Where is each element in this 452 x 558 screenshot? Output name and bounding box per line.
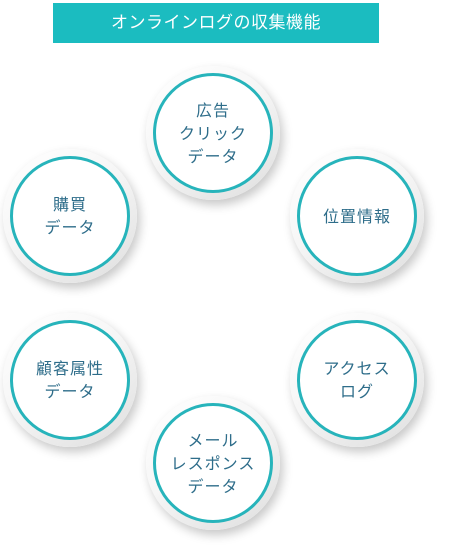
node-mail-response-data: メール レスポンス データ (146, 396, 280, 530)
node-label: 広告 クリック データ (178, 100, 247, 166)
node-label: メール レスポンス データ (170, 430, 256, 496)
diagram-title: オンラインログの収集機能 (53, 3, 379, 43)
node-ring: メール レスポンス データ (153, 403, 273, 523)
node-label: 購買 データ (44, 195, 96, 237)
node-ring: 広告 クリック データ (153, 73, 273, 193)
node-customer-attribute-data: 顧客属性 データ (3, 313, 137, 447)
node-location-info: 位置情報 (290, 149, 424, 283)
node-label: アクセス ログ (323, 359, 391, 401)
node-ring: アクセス ログ (297, 320, 417, 440)
node-ring: 顧客属性 データ (10, 320, 130, 440)
node-ring: 位置情報 (297, 156, 417, 276)
node-purchase-data: 購買 データ (3, 149, 137, 283)
node-label: 位置情報 (322, 206, 391, 226)
node-ring: 購買 データ (10, 156, 130, 276)
node-access-log: アクセス ログ (290, 313, 424, 447)
node-label: 顧客属性 データ (35, 359, 104, 401)
node-ad-click-data: 広告 クリック データ (146, 66, 280, 200)
